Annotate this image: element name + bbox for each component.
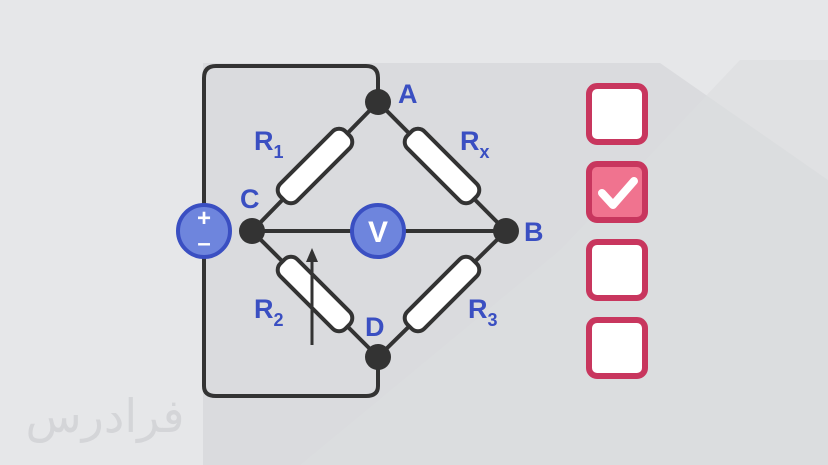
check-icon: [598, 177, 638, 209]
node-c: [239, 218, 265, 244]
resistor-r1: [275, 126, 355, 206]
label-r1: R1: [254, 126, 284, 162]
source-minus: –: [197, 230, 210, 257]
voltmeter-symbol: V: [368, 216, 388, 249]
voltmeter: V: [350, 203, 406, 259]
resistor-r3: [402, 254, 482, 334]
checklist: [586, 83, 648, 379]
node-label-a: A: [398, 79, 418, 109]
node-label-d: D: [365, 312, 385, 342]
long-shadow-right: [300, 60, 828, 465]
label-r3: R3: [468, 294, 498, 330]
source-plus: +: [197, 205, 211, 232]
node-a: [365, 89, 391, 115]
arrow-up-icon: [306, 248, 318, 345]
node-label-b: B: [524, 217, 544, 247]
checkbox-3[interactable]: [586, 239, 648, 301]
label-rx: Rx: [460, 126, 490, 162]
resistor-rx: [402, 126, 482, 206]
checkbox-1[interactable]: [586, 83, 648, 145]
label-r2: R2: [254, 294, 284, 330]
resistor-r2: [275, 254, 355, 334]
voltage-source: + –: [176, 203, 232, 259]
node-b: [493, 218, 519, 244]
checkbox-2[interactable]: [586, 161, 648, 223]
node-d: [365, 344, 391, 370]
checkbox-4[interactable]: [586, 317, 648, 379]
watermark-text: فرادرس: [25, 389, 184, 444]
node-label-c: C: [240, 184, 260, 214]
